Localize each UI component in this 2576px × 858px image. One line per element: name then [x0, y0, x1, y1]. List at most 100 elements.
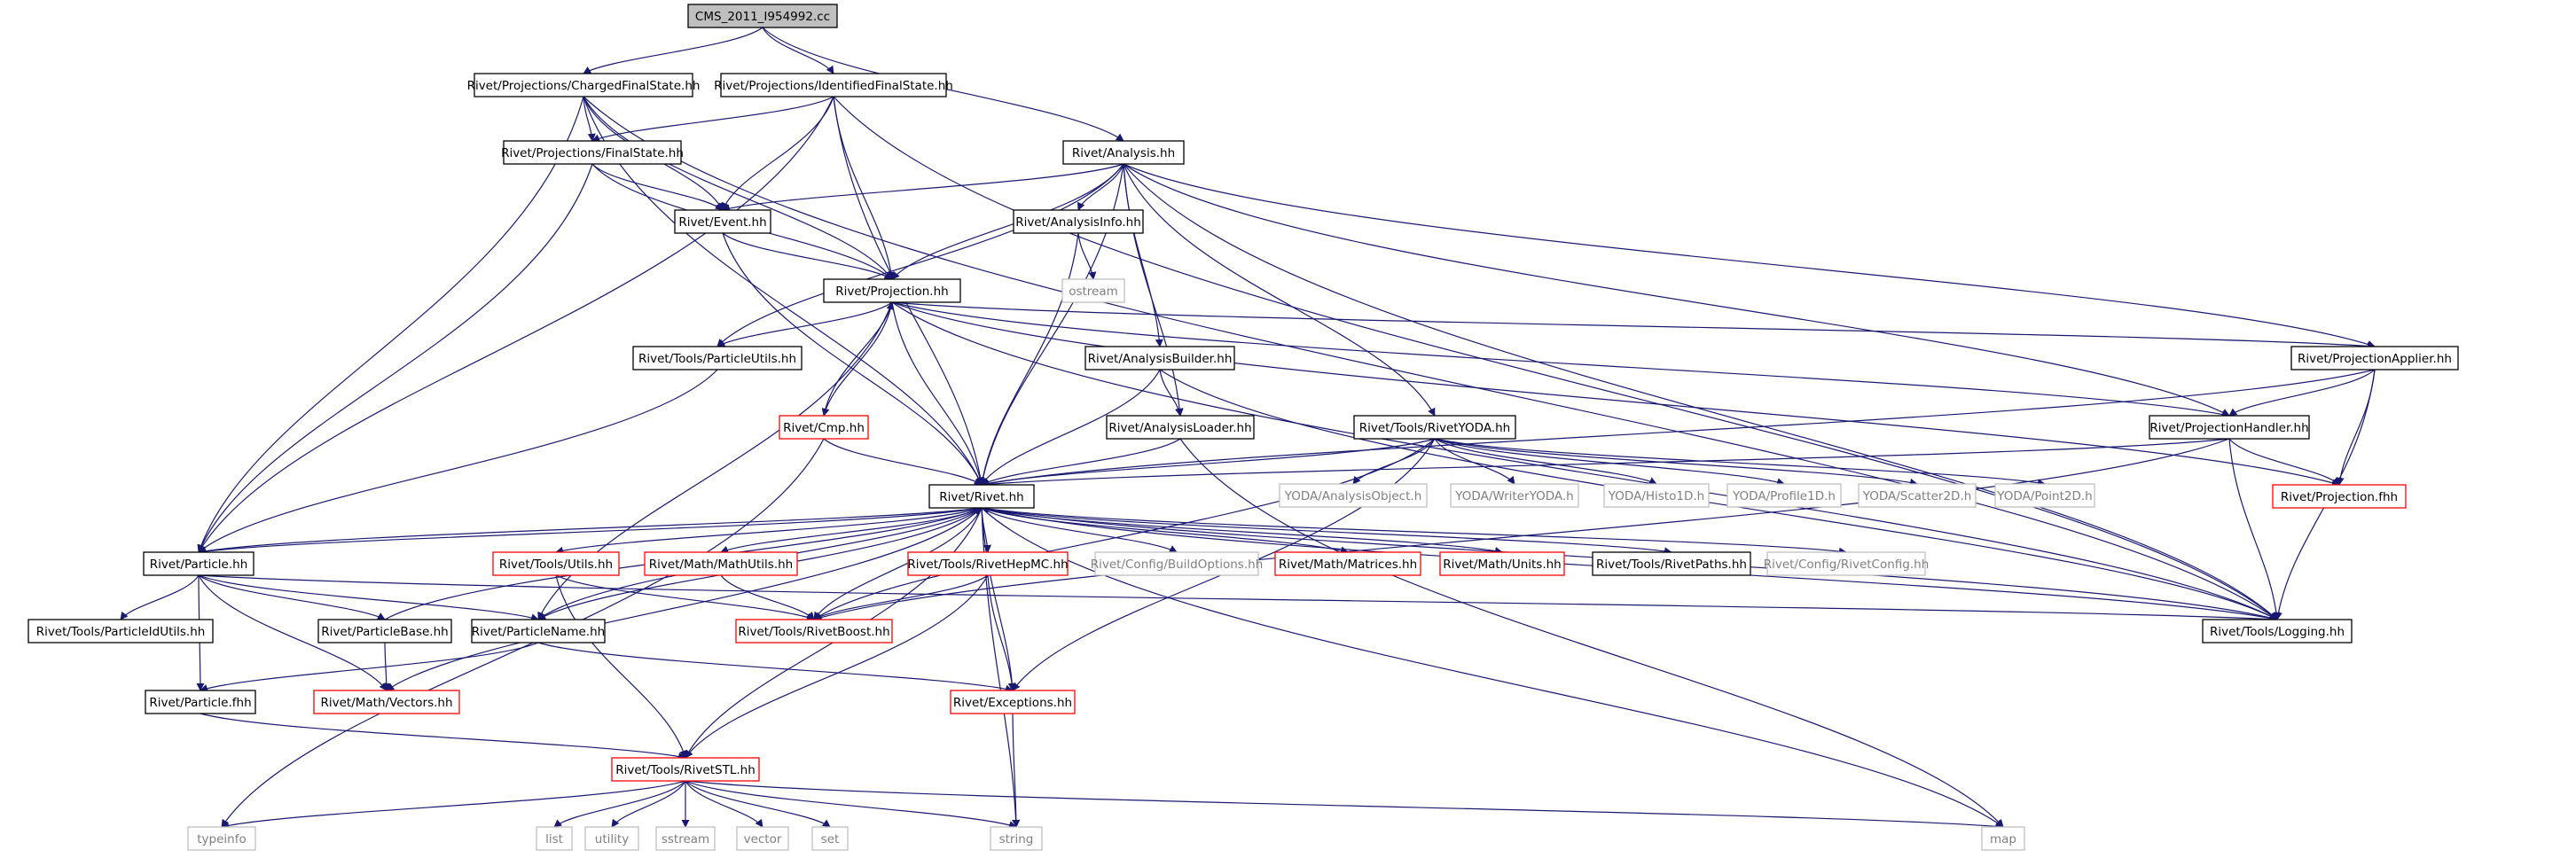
node-buildoptions[interactable]: Rivet/Config/BuildOptions.hh	[1091, 551, 1264, 576]
node-finalstate[interactable]: Rivet/Projections/FinalState.hh	[501, 140, 684, 165]
edge-rivetstl-to-vector	[685, 780, 763, 828]
edge-analysisbuilder-to-analysisloader	[1159, 369, 1183, 417]
node-map[interactable]: map	[1981, 826, 2025, 851]
node-box-rivetstl	[611, 757, 760, 782]
node-box-finalstate	[503, 140, 682, 165]
node-projfhh[interactable]: Rivet/Projection.fhh	[2272, 484, 2407, 509]
node-identfs[interactable]: Rivet/Projections/IdentifiedFinalState.h…	[714, 73, 953, 98]
node-mathutils[interactable]: Rivet/Math/MathUtils.hh	[644, 551, 798, 576]
node-list[interactable]: list	[536, 826, 573, 851]
node-string[interactable]: string	[990, 826, 1043, 851]
node-label-analysis: Rivet/Analysis.hh	[1072, 146, 1175, 160]
node-box-toolsutils	[492, 551, 620, 576]
edge-projhandler-to-projfhh	[2228, 438, 2340, 486]
node-label-particlefhh: Rivet/Particle.fhh	[149, 696, 251, 710]
edge-particle-to-rivet	[198, 504, 983, 553]
node-box-list	[536, 826, 573, 851]
node-sstream[interactable]: sstream	[655, 826, 716, 851]
node-box-vectors	[313, 690, 460, 714]
node-yoda_p2[interactable]: YODA/Point2D.h	[1994, 483, 2095, 508]
node-label-string: string	[999, 832, 1034, 846]
node-particlename[interactable]: Rivet/ParticleName.hh	[471, 619, 606, 644]
node-box-map	[1981, 826, 2025, 851]
node-particlefhh[interactable]: Rivet/Particle.fhh	[145, 690, 256, 714]
node-typeinfo[interactable]: typeinfo	[187, 826, 256, 851]
edge-chargedfs-to-logging	[583, 96, 2278, 620]
node-box-particleutils	[632, 346, 803, 370]
node-label-particlebase: Rivet/ParticleBase.hh	[321, 625, 448, 639]
edge-cmp-to-projection	[823, 301, 895, 417]
node-utility[interactable]: utility	[584, 826, 639, 851]
edge-particle-to-logging	[198, 574, 2278, 624]
node-analysis[interactable]: Rivet/Analysis.hh	[1062, 140, 1185, 165]
node-label-analysisbuilder: Rivet/AnalysisBuilder.hh	[1088, 352, 1233, 366]
node-label-units: Rivet/Math/Units.hh	[1443, 558, 1562, 572]
node-chargedfs[interactable]: Rivet/Projections/ChargedFinalState.hh	[467, 73, 701, 98]
node-event[interactable]: Rivet/Event.hh	[674, 209, 771, 234]
node-particleidutils[interactable]: Rivet/Tools/ParticleIdUtils.hh	[27, 619, 214, 644]
node-label-analysisinfo: Rivet/AnalysisInfo.hh	[1015, 215, 1141, 230]
node-rivet[interactable]: Rivet/Rivet.hh	[928, 484, 1035, 509]
edge-analysis-to-rivetyoda	[1123, 163, 1436, 417]
node-box-particlebase	[317, 619, 452, 644]
node-box-ostream	[1061, 278, 1125, 303]
node-rivethepmc[interactable]: Rivet/Tools/RivetHepMC.hh	[907, 551, 1069, 576]
node-cmp[interactable]: Rivet/Cmp.hh	[779, 415, 869, 440]
node-vectors[interactable]: Rivet/Math/Vectors.hh	[313, 690, 460, 714]
edge-toolsutils-to-rivetstl	[555, 574, 687, 759]
node-box-exceptions	[950, 690, 1076, 714]
node-yoda_writer[interactable]: YODA/WriterYODA.h	[1450, 483, 1579, 508]
node-matrices[interactable]: Rivet/Math/Matrices.hh	[1274, 551, 1421, 576]
node-root[interactable]: CMS_2011_I954992.cc	[687, 4, 838, 28]
edge-analysisbuilder-to-logging	[1159, 369, 2278, 620]
node-projapplier[interactable]: Rivet/ProjectionApplier.hh	[2290, 346, 2459, 370]
node-particleutils[interactable]: Rivet/Tools/ParticleUtils.hh	[632, 346, 803, 370]
node-particle[interactable]: Rivet/Particle.hh	[143, 551, 254, 576]
node-box-particlename	[471, 619, 606, 644]
node-logging[interactable]: Rivet/Tools/Logging.hh	[2202, 619, 2353, 644]
node-rivetboost[interactable]: Rivet/Tools/RivetBoost.hh	[735, 619, 893, 644]
node-toolsutils[interactable]: Rivet/Tools/Utils.hh	[492, 551, 620, 576]
edge-rivet-to-rivetboost	[813, 507, 983, 620]
node-label-root: CMS_2011_I954992.cc	[695, 10, 830, 24]
edge-identfs-to-event	[721, 96, 834, 211]
edge-rivethepmc-to-exceptions	[987, 574, 1016, 691]
node-box-analysisbuilder	[1084, 346, 1235, 370]
node-label-yoda_s2: YODA/Scatter2D.h	[1862, 489, 1972, 503]
node-yoda_s2[interactable]: YODA/Scatter2D.h	[1858, 483, 1977, 508]
node-set[interactable]: set	[811, 826, 849, 851]
nodes-layer: CMS_2011_I954992.ccRivet/Projections/Cha…	[27, 4, 2459, 851]
node-rivetyoda[interactable]: Rivet/Tools/RivetYODA.hh	[1353, 415, 1516, 440]
node-box-particle	[143, 551, 254, 576]
node-box-typeinfo	[187, 826, 256, 851]
node-yoda_p1[interactable]: YODA/Profile1D.h	[1726, 483, 1842, 508]
node-ostream[interactable]: ostream	[1061, 278, 1125, 303]
node-label-yoda_p2: YODA/Point2D.h	[1996, 489, 2092, 503]
node-particlebase[interactable]: Rivet/ParticleBase.hh	[317, 619, 452, 644]
edge-particle-to-particleidutils	[120, 574, 200, 620]
edge-analysisinfo-to-rivet	[978, 232, 1079, 486]
node-analysisbuilder[interactable]: Rivet/AnalysisBuilder.hh	[1084, 346, 1235, 370]
node-rivetpaths[interactable]: Rivet/Tools/RivetPaths.hh	[1592, 551, 1751, 576]
edge-analysisbuilder-to-rivet	[981, 369, 1161, 486]
node-analysisloader[interactable]: Rivet/AnalysisLoader.hh	[1106, 415, 1255, 440]
edge-rivet-to-particle	[198, 507, 983, 556]
node-projection[interactable]: Rivet/Projection.hh	[823, 278, 961, 303]
edge-rivetstl-to-list	[553, 780, 686, 828]
edge-finalstate-to-event	[591, 163, 724, 211]
node-vector[interactable]: vector	[736, 826, 789, 851]
node-analysisinfo[interactable]: Rivet/AnalysisInfo.hh	[1013, 209, 1144, 234]
node-projhandler[interactable]: Rivet/ProjectionHandler.hh	[2149, 415, 2310, 440]
node-exceptions[interactable]: Rivet/Exceptions.hh	[950, 690, 1076, 714]
node-box-yoda_ao	[1279, 483, 1428, 508]
node-box-projhandler	[2149, 415, 2310, 440]
node-yoda_h1[interactable]: YODA/Histo1D.h	[1603, 483, 1710, 508]
node-rivetstl[interactable]: Rivet/Tools/RivetSTL.hh	[611, 757, 760, 782]
node-rivetconfig[interactable]: Rivet/Config/RivetConfig.hh	[1764, 551, 1930, 576]
node-yoda_ao[interactable]: YODA/AnalysisObject.h	[1279, 483, 1428, 508]
node-units[interactable]: Rivet/Math/Units.hh	[1439, 551, 1565, 576]
edge-analysis-to-analysisinfo	[1077, 163, 1124, 211]
edge-rivet-to-rivetconfig	[981, 507, 1847, 556]
edge-particle-to-particlebase	[198, 574, 386, 620]
node-label-projection: Rivet/Projection.hh	[835, 285, 948, 299]
